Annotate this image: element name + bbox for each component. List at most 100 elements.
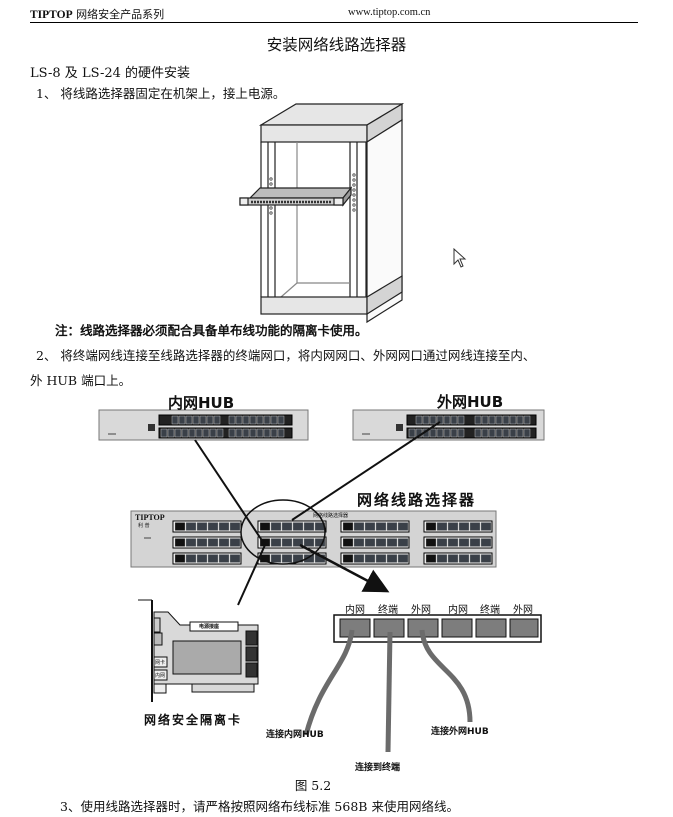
selector-port — [458, 522, 470, 531]
selector-port — [386, 538, 398, 547]
selector-port — [458, 554, 470, 563]
selector-port-block — [257, 520, 327, 533]
selector-port — [292, 554, 304, 563]
selector-port — [364, 522, 376, 531]
rack-side-panel — [366, 118, 403, 324]
selector-port — [469, 554, 481, 563]
selector-port — [229, 554, 241, 563]
cable-terminal — [385, 631, 393, 753]
selector-port-block — [172, 552, 242, 565]
selector-port — [185, 522, 197, 531]
port-label-terminal-2: 终端 — [480, 605, 500, 616]
selector-port — [469, 538, 481, 547]
selector-brand: TIPTOP — [135, 513, 165, 522]
step-3-text: 3、使用线路选择器时，请严格按照网络布线标准 568B 来使用网络线。 — [60, 799, 459, 814]
header-divider — [30, 22, 638, 23]
header-url[interactable]: www.tiptop.com.cn — [348, 7, 431, 18]
selector-port — [480, 522, 492, 531]
section-heading: LS-8 及 LS-24 的硬件安装 — [30, 66, 191, 81]
selector-label: 网络线路选择器 — [357, 491, 477, 509]
cable-outer-label: 连接外网HUB — [431, 727, 489, 737]
selector-port — [436, 522, 448, 531]
selector-port — [375, 522, 387, 531]
selector-port — [174, 522, 186, 531]
card-label: 网络安全隔离卡 — [144, 713, 243, 727]
mouse-cursor-icon — [453, 248, 467, 268]
card-port-label-1: 网卡 — [155, 660, 166, 666]
selector-port — [281, 522, 293, 531]
selector-port — [469, 522, 481, 531]
cable-inner-hub — [303, 629, 355, 736]
selector-port-block — [423, 520, 493, 533]
selector-port-block — [257, 552, 327, 565]
selector-port — [447, 554, 459, 563]
highlight-circle — [240, 499, 326, 565]
inner-hub-label: 内网HUB — [168, 394, 235, 412]
selector-port — [196, 522, 208, 531]
line-selector-device — [130, 510, 497, 568]
selector-port — [174, 538, 186, 547]
selector-port — [259, 554, 271, 563]
selector-port — [259, 522, 271, 531]
card-chip-text: 电源接座 — [199, 624, 220, 630]
inner-hub-device — [98, 409, 309, 441]
header-brand: TIPTOP — [30, 9, 73, 21]
selector-port — [303, 522, 315, 531]
rack-top-front — [260, 124, 368, 143]
cable-inner-label: 连接内网HUB — [266, 730, 324, 740]
step-2-text-line1: 2、 将终端网线连接至线路选择器的终端网口，将内网网口、外网网口通过网线连接至内… — [36, 348, 536, 363]
port-label-outer-2: 外网 — [513, 605, 533, 616]
header-series: 网络安全产品系列 — [76, 8, 165, 21]
selector-port — [397, 554, 409, 563]
selector-port — [386, 554, 398, 563]
selector-port — [218, 554, 230, 563]
selector-port — [229, 538, 241, 547]
selector-port — [196, 538, 208, 547]
selector-port-blocks — [172, 520, 493, 565]
selector-port — [353, 538, 365, 547]
selector-port — [425, 538, 437, 547]
selector-port — [185, 538, 197, 547]
outer-hub-label: 外网HUB — [437, 393, 504, 411]
header-brand-line: TIPTOP 网络安全产品系列 — [30, 6, 164, 22]
selector-port — [259, 538, 271, 547]
selector-port — [292, 522, 304, 531]
selector-port-block — [172, 536, 242, 549]
step-2-text-line2: 外 HUB 端口上。 — [30, 373, 132, 388]
selector-port — [303, 538, 315, 547]
selector-port — [207, 522, 219, 531]
selector-port-block — [257, 536, 327, 549]
selector-port — [480, 538, 492, 547]
selector-port — [314, 538, 326, 547]
rack-top-side — [366, 102, 403, 144]
selector-port — [425, 522, 437, 531]
page-title: 安装网络线路选择器 — [266, 36, 407, 54]
selector-port — [342, 522, 354, 531]
figure-caption: 图 5.2 — [294, 778, 332, 793]
selector-port-block — [423, 536, 493, 549]
selector-port — [196, 554, 208, 563]
selector-panel-text: 网络线路选择器 — [313, 513, 349, 519]
selector-port — [436, 538, 448, 547]
selector-port — [281, 538, 293, 547]
selector-port — [185, 554, 197, 563]
selector-port — [353, 554, 365, 563]
selector-port — [364, 538, 376, 547]
selector-port — [436, 554, 448, 563]
port-label-inner-1: 内网 — [345, 605, 365, 616]
selector-port — [207, 538, 219, 547]
selector-port — [207, 554, 219, 563]
cable-outer-hub — [419, 629, 473, 723]
isolation-card-illustration — [138, 599, 259, 702]
selector-port-block — [172, 520, 242, 533]
selector-port — [270, 554, 282, 563]
selector-port — [353, 522, 365, 531]
selector-port — [480, 554, 492, 563]
rack-top-surface — [258, 103, 405, 126]
selector-port — [270, 538, 282, 547]
port-label-inner-2: 内网 — [448, 605, 468, 616]
selector-port — [397, 538, 409, 547]
card-port-label-2: 内网 — [155, 673, 166, 679]
